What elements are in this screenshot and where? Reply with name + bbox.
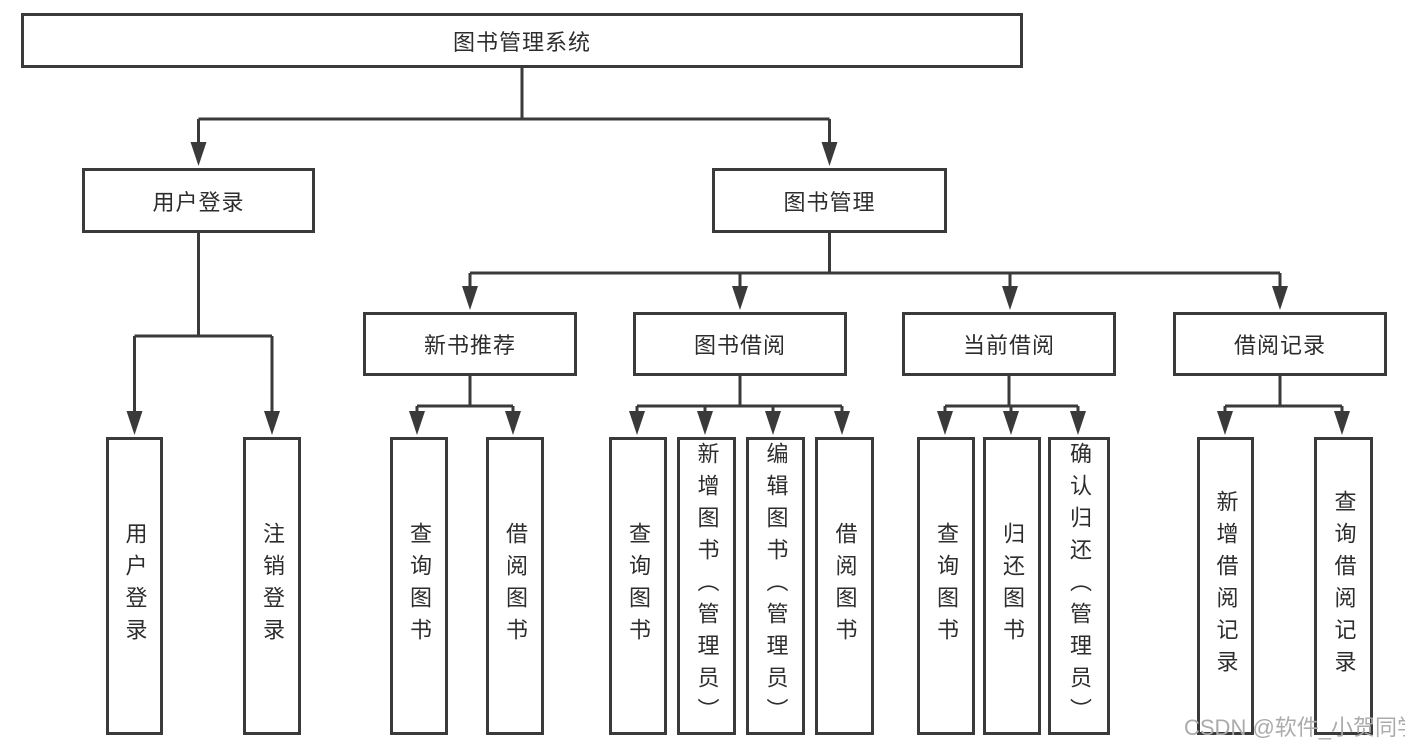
node-book-management: 图书管理 <box>712 168 947 233</box>
arrowhead <box>505 411 521 435</box>
node-user-login-action: 用户登录 <box>106 437 163 735</box>
node-label: 图书管理系统 <box>452 29 591 55</box>
node-label: 图书借阅 <box>693 333 786 358</box>
edge-current-to-children <box>943 376 1080 412</box>
arrowhead <box>732 286 748 310</box>
arrowhead <box>462 286 478 310</box>
node-label: 归还图书 <box>1000 522 1025 650</box>
arrowhead <box>190 142 207 166</box>
node-query-book-borrow: 查询图书 <box>609 437 667 735</box>
node-label: 借阅图书 <box>503 522 528 650</box>
node-return-book: 归还图书 <box>983 437 1041 735</box>
arrowhead <box>821 142 838 166</box>
arrowhead <box>1070 411 1086 435</box>
node-borrowing-records: 借阅记录 <box>1173 312 1387 376</box>
edge-newbooks-to-children <box>415 376 515 412</box>
node-label: 注销登录 <box>260 522 285 650</box>
arrowhead <box>834 411 850 435</box>
arrowhead <box>126 411 143 435</box>
node-label: 用户登录 <box>152 189 245 215</box>
node-query-borrow-record: 查询借阅记录 <box>1314 437 1373 735</box>
node-label: 新增图书（管理员） <box>694 442 720 730</box>
edge-borrowing-to-children <box>635 376 844 412</box>
node-query-book-current: 查询图书 <box>917 437 975 735</box>
arrowhead <box>1003 411 1019 435</box>
node-label: 用户登录 <box>122 522 148 650</box>
node-label: 新书推荐 <box>423 333 516 358</box>
edge-root-to-level2 <box>197 68 831 144</box>
csdn-watermark: CSDN @软件_小贺同学 <box>1184 715 1405 740</box>
node-edit-book-admin: 编辑图书（管理员） <box>746 437 805 735</box>
arrowhead <box>629 411 645 435</box>
arrowhead <box>1272 286 1288 310</box>
edge-bookmgmt-to-level3 <box>468 233 1282 287</box>
arrowhead <box>1217 411 1233 435</box>
arrowhead <box>1002 286 1018 310</box>
arrowhead <box>409 411 425 435</box>
node-label: 新增借阅记录 <box>1213 490 1239 682</box>
node-label: 查询图书 <box>407 522 432 650</box>
arrowhead <box>765 411 781 435</box>
node-borrow-book-recommend: 借阅图书 <box>486 437 544 735</box>
node-confirm-return-admin: 确认归还（管理员） <box>1048 437 1110 735</box>
node-logout-action: 注销登录 <box>243 437 301 735</box>
node-current-borrowing: 当前借阅 <box>902 312 1116 376</box>
node-label: 查询图书 <box>626 522 651 650</box>
node-borrow-book: 借阅图书 <box>815 437 874 735</box>
node-label: 查询图书 <box>934 522 959 650</box>
node-root-system: 图书管理系统 <box>21 13 1023 68</box>
node-book-borrowing: 图书借阅 <box>633 312 847 376</box>
node-label: 借阅图书 <box>832 522 858 650</box>
node-label: 查询借阅记录 <box>1331 490 1357 682</box>
node-label: 图书管理 <box>783 189 876 215</box>
node-add-book-admin: 新增图书（管理员） <box>677 437 736 735</box>
edge-userlogin-to-children <box>133 233 274 412</box>
node-user-login: 用户登录 <box>82 168 315 233</box>
node-new-book-recommend: 新书推荐 <box>363 312 577 376</box>
arrowhead <box>697 411 713 435</box>
node-label: 当前借阅 <box>962 333 1055 358</box>
edge-records-to-children <box>1223 376 1344 412</box>
arrowhead <box>1334 411 1350 435</box>
arrowhead <box>937 411 953 435</box>
node-label: 确认归还（管理员） <box>1067 442 1092 730</box>
node-add-borrow-record: 新增借阅记录 <box>1197 437 1254 735</box>
node-label: 借阅记录 <box>1233 333 1326 358</box>
node-query-book-recommend: 查询图书 <box>390 437 448 735</box>
node-label: 编辑图书（管理员） <box>763 442 789 730</box>
arrowhead <box>264 411 280 435</box>
